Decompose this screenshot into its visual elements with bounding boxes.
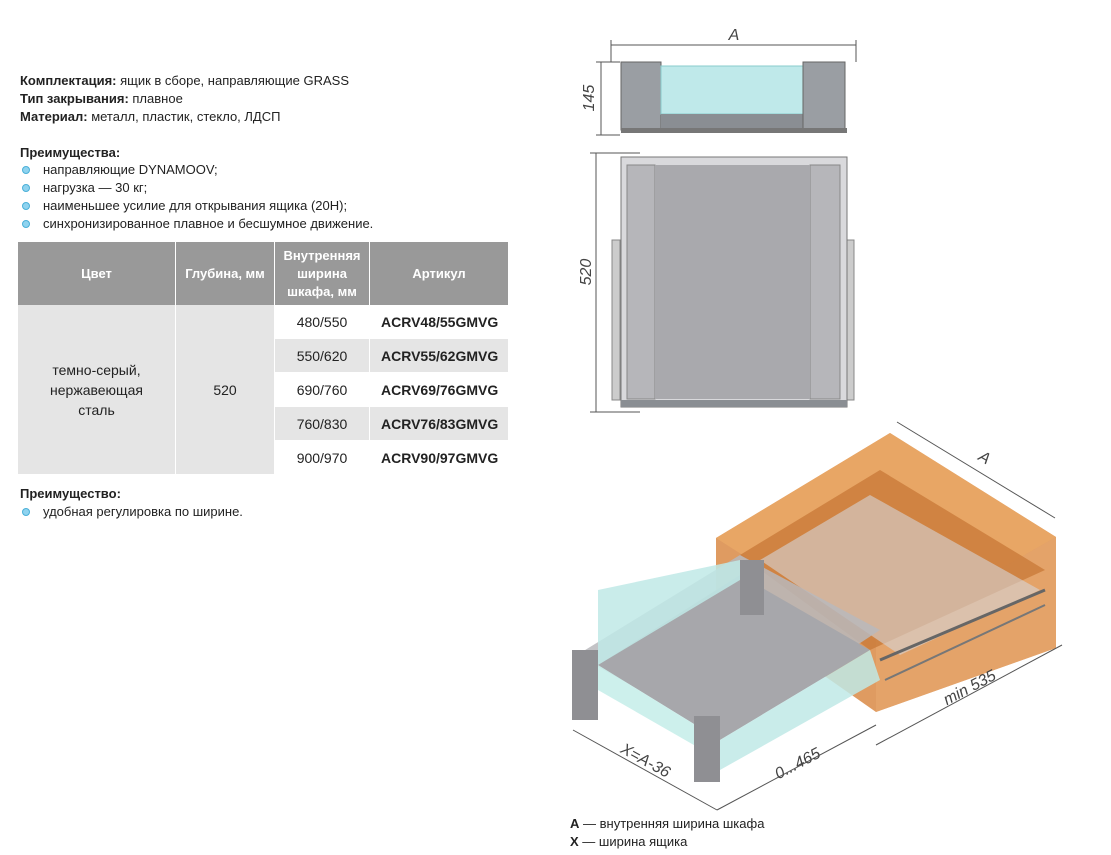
cell-article: ACRV48/55GMVG	[369, 305, 509, 339]
advantage2-title: Преимущество:	[20, 486, 121, 501]
isometric-view: X=A-36 0...465 min 535 A	[572, 421, 1063, 811]
header-color: Цвет	[18, 242, 176, 305]
cell-depth: 520	[175, 305, 275, 475]
product-table: Цвет Глубина, мм Внутренняя ширина шкафа…	[18, 242, 509, 475]
bullet-icon	[22, 184, 30, 192]
list-item: направляющие DYNAMOOV;	[20, 161, 373, 179]
legend-x: X — ширина ящика	[570, 834, 688, 849]
bullet-icon	[22, 166, 30, 174]
cell-width: 690/760	[274, 372, 370, 407]
bullet-icon	[22, 220, 30, 228]
advantages-title: Преимущества:	[20, 145, 121, 160]
product-specs: Комплектация: ящик в сборе, направляющие…	[20, 72, 349, 126]
advantages-list: направляющие DYNAMOOV; нагрузка — 30 кг;…	[20, 161, 373, 233]
cell-article: ACRV69/76GMVG	[369, 372, 509, 407]
list-item: удобная регулировка по ширине.	[20, 503, 243, 521]
cell-color: темно-серый, нержавеющая сталь	[18, 305, 176, 475]
dim-height-label: 145	[581, 85, 598, 112]
bullet-icon	[22, 508, 30, 516]
table-row: 690/760 ACRV69/76GMVG	[18, 372, 509, 407]
cell-article: ACRV90/97GMVG	[369, 440, 509, 475]
cell-article: ACRV76/83GMVG	[369, 406, 509, 441]
bullet-icon	[22, 202, 30, 210]
spec-set: Комплектация: ящик в сборе, направляющие…	[20, 73, 349, 88]
dim-x-label: X=A-36	[617, 740, 673, 781]
dim-a-iso-label: A	[975, 448, 994, 469]
legend-a: A — внутренняя ширина шкафа	[570, 816, 765, 831]
cell-width: 550/620	[274, 338, 370, 373]
advantage2-list: удобная регулировка по ширине.	[20, 503, 243, 521]
list-item: наименьшее усилие для открывания ящика (…	[20, 197, 373, 215]
table-row: 760/830 ACRV76/83GMVG	[18, 406, 509, 441]
spec-closing: Тип закрывания: плавное	[20, 91, 183, 106]
drawing-legend: A — внутренняя ширина шкафа X — ширина я…	[570, 815, 764, 851]
list-item: синхронизированное плавное и бесшумное д…	[20, 215, 373, 233]
spec-material: Материал: металл, пластик, стекло, ЛДСП	[20, 109, 281, 124]
table-row: 550/620 ACRV55/62GMVG	[18, 338, 509, 373]
table-row: 900/970 ACRV90/97GMVG	[18, 440, 509, 475]
dim-a-label: A	[728, 27, 740, 44]
header-width: Внутренняя ширина шкафа, мм	[274, 242, 370, 305]
table-header-row: Цвет Глубина, мм Внутренняя ширина шкафа…	[18, 242, 509, 305]
cell-width: 760/830	[274, 406, 370, 441]
list-item: нагрузка — 30 кг;	[20, 179, 373, 197]
table-row: темно-серый, нержавеющая сталь 520 480/5…	[18, 305, 509, 475]
cell-width: 480/550	[274, 305, 370, 339]
front-view: A 145	[581, 27, 857, 136]
dim-depth-label: 520	[578, 259, 595, 286]
dim-range-label: 0...465	[772, 745, 823, 783]
cell-article: ACRV55/62GMVG	[369, 338, 509, 373]
top-view: 520	[578, 152, 855, 413]
cell-width: 900/970	[274, 440, 370, 475]
header-article: Артикул	[369, 242, 509, 305]
header-depth: Глубина, мм	[175, 242, 275, 305]
